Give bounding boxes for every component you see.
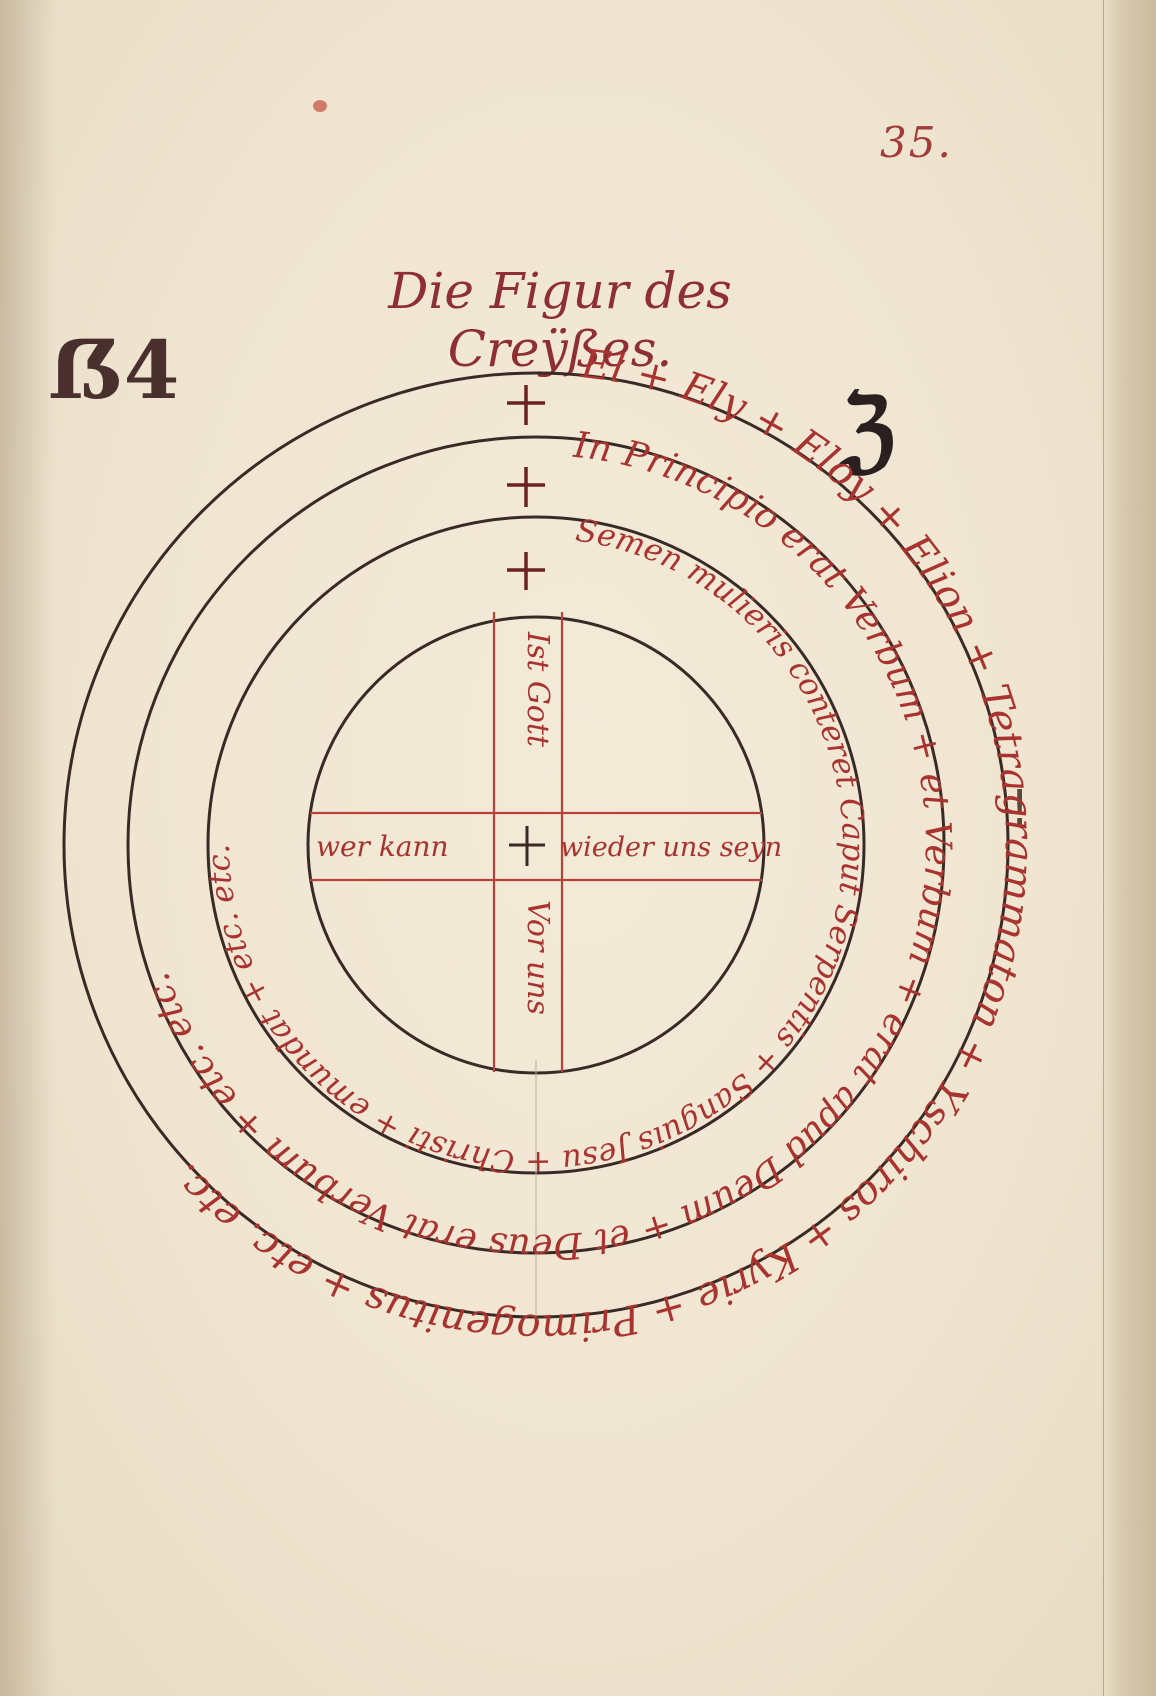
binding-shadow (0, 0, 55, 1696)
page-edge (1103, 0, 1156, 1696)
page-title: Die Figur des Creÿßes. (388, 262, 732, 378)
edge-mark: ! (1010, 780, 1030, 836)
ring-cross-icon (507, 552, 545, 590)
cross-left-text: wer kann (316, 830, 449, 863)
ring-cross-icon (507, 467, 545, 507)
cross-bottom-text: Vor uns (520, 900, 555, 1015)
ink-stain (313, 100, 327, 112)
ring-cross-icon (507, 385, 545, 425)
page-number: 35. (880, 118, 953, 167)
margin-symbol-right: ℨ (840, 377, 896, 483)
cross-right-text: wieder uns seyn (560, 832, 782, 863)
margin-symbol-left: ẞ4 (48, 323, 180, 417)
cross-top-text: Ist Gott (520, 631, 555, 748)
center-cross-icon (509, 826, 545, 866)
